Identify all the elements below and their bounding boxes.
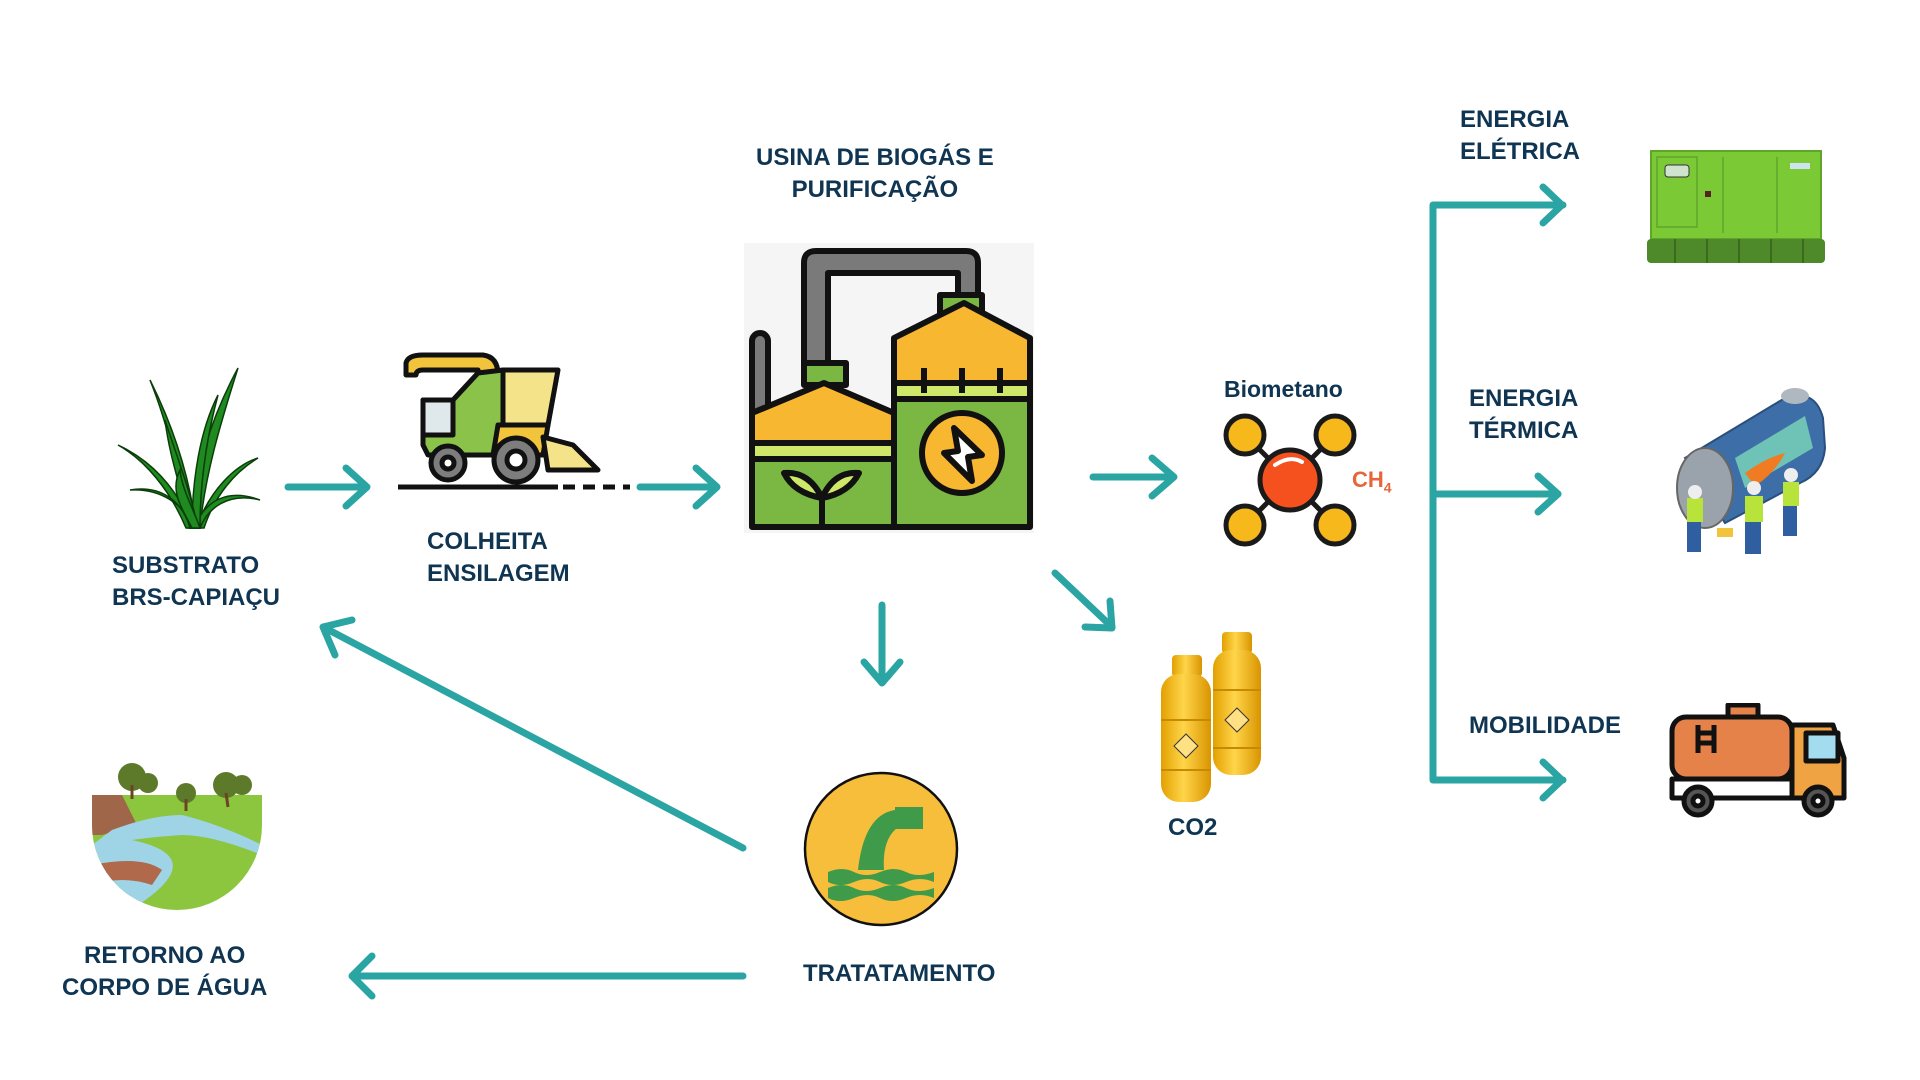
water-return-label-line: RETORNO AO — [84, 942, 246, 969]
plant-label-line: PURIFICAÇÃO — [791, 176, 959, 203]
substrate-label-line: BRS-CAPIAÇU — [112, 584, 280, 611]
arrow-plant-to-co2 — [1051, 569, 1116, 632]
plant-label: USINA DE BIOGÁS E PURIFICAÇÃO — [756, 142, 994, 206]
tanker-truck-icon — [1668, 702, 1850, 823]
mobility-label: MOBILIDADE — [1469, 712, 1621, 739]
arrow-plant-to-treatment — [860, 601, 904, 687]
co2-label: CO2 — [1168, 814, 1218, 841]
river-landscape-icon — [92, 755, 262, 910]
substrate-label-line: SUBSTRATO — [112, 552, 260, 579]
biomethane-label: Biometano — [1224, 376, 1343, 402]
effluent-treatment-icon — [802, 770, 960, 928]
formula-subscript: 4 — [1383, 479, 1392, 496]
methane-formula: CH4 — [1352, 464, 1392, 503]
formula-text: CH — [1352, 467, 1384, 492]
water-return-label-line: CORPO DE ÁGUA — [62, 974, 268, 1001]
treatment-label: TRATATAMENTO — [803, 960, 996, 987]
plant-label-line: USINA DE BIOGÁS E — [756, 144, 994, 171]
electric-label-line: ELÉTRICA — [1460, 138, 1580, 165]
grass-plant-icon — [110, 360, 270, 530]
arrow-trunk-distribution — [1429, 183, 1567, 802]
electric-label-line: ENERGIA — [1460, 106, 1570, 133]
biogas-plant-icon — [744, 243, 1034, 533]
arrow-treatment-to-substrate — [319, 616, 747, 852]
arrow-harvest-to-plant — [636, 464, 721, 510]
arrow-treatment-to-water-return — [348, 952, 747, 1000]
substrate-label: SUBSTRATO BRS-CAPIAÇU — [112, 550, 280, 614]
methane-molecule-icon — [1220, 410, 1360, 550]
harvest-label-line: COLHEITA — [427, 528, 548, 555]
electric-label: ENERGIA ELÉTRICA — [1460, 104, 1580, 168]
generator-icon — [1645, 143, 1827, 265]
harvest-label-line: ENSILAGEM — [427, 560, 570, 587]
forage-harvester-icon — [398, 345, 638, 490]
arrow-plant-to-biomethane — [1089, 454, 1178, 500]
harvest-label: COLHEITA ENSILAGEM — [427, 526, 570, 590]
arrow-substrate-to-harvest — [284, 464, 371, 510]
thermal-label: ENERGIA TÉRMICA — [1469, 383, 1578, 447]
thermal-label-line: ENERGIA — [1469, 385, 1579, 412]
thermal-label-line: TÉRMICA — [1469, 417, 1579, 444]
boiler-icon — [1665, 378, 1835, 558]
water-return-label: RETORNO AO CORPO DE ÁGUA — [62, 940, 267, 1004]
gas-cylinders-icon — [1155, 630, 1275, 805]
